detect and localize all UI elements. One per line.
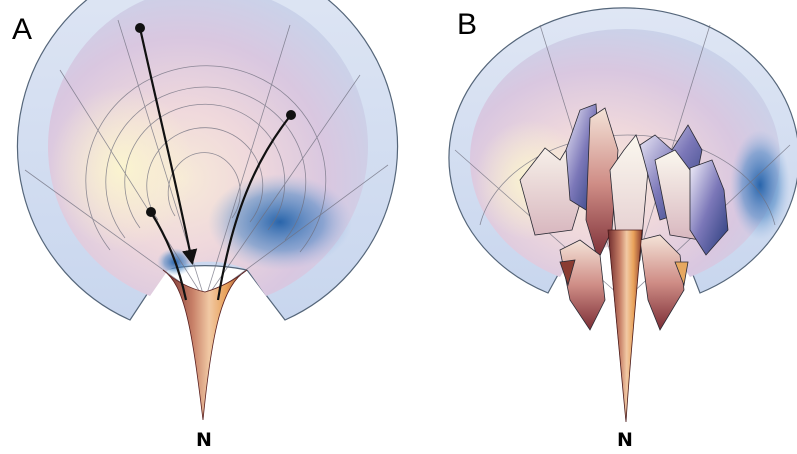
panel-a-funnel (163, 270, 247, 420)
panel-a-native-state-label: N (196, 429, 212, 451)
panel-b-native-state-label: N (617, 429, 633, 451)
panel-a: A (12, 0, 398, 451)
panel-b-blue-valley (730, 130, 790, 240)
panel-b: B N (449, 8, 797, 451)
panel-a-blue-valley (208, 174, 352, 270)
panel-b-label: B (457, 8, 477, 41)
panel-b-funnel (608, 230, 642, 422)
panel-a-label: A (12, 13, 32, 46)
